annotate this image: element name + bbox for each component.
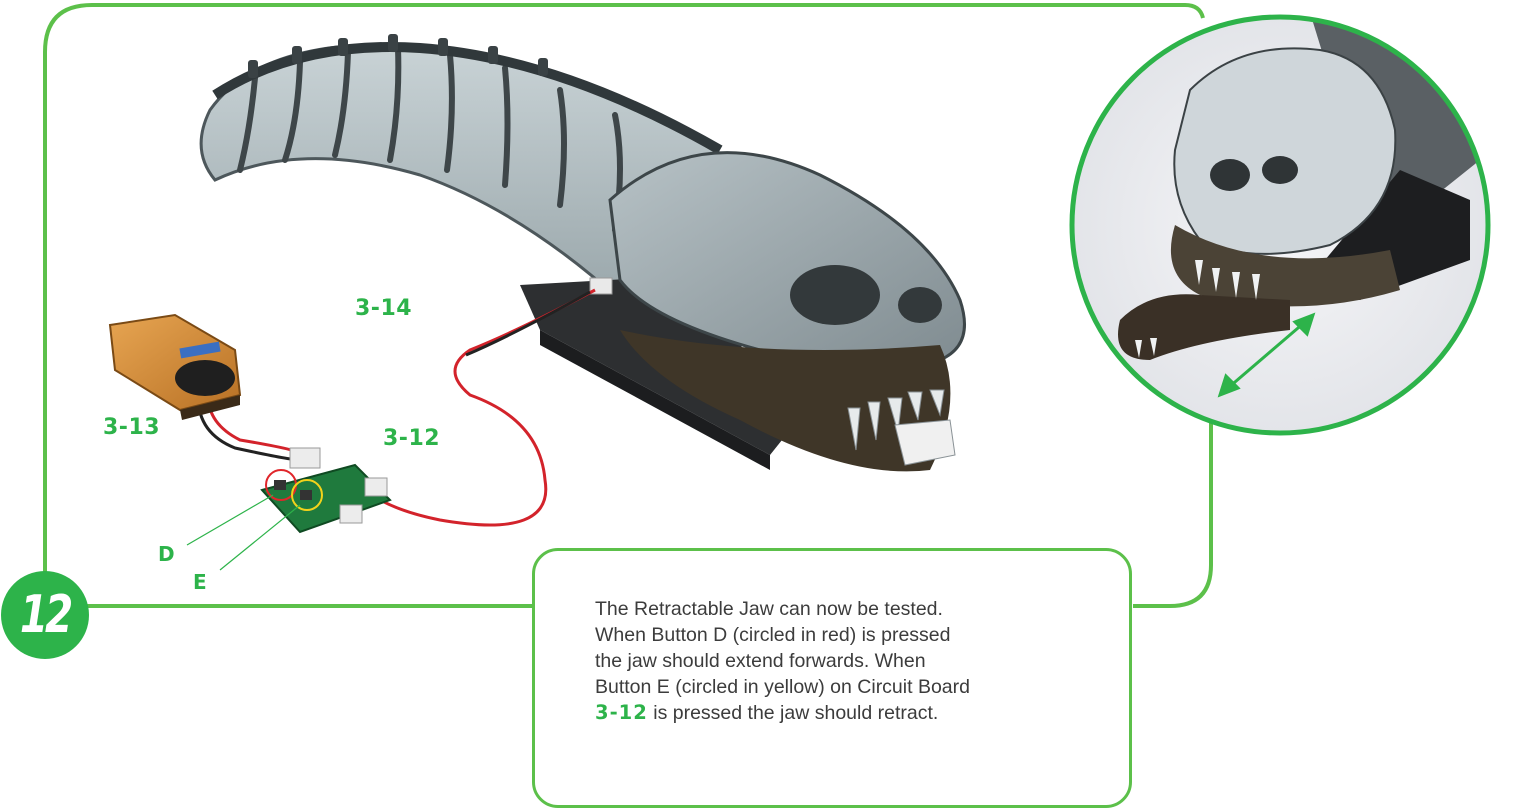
part-label-3-14: 3-14: [355, 298, 412, 320]
zoom-detail: [1072, 0, 1488, 433]
instruction-line: 3-12 is pressed the jaw should retract.: [595, 700, 1035, 726]
part-reference: 3-12: [595, 701, 648, 724]
circuit-board: [262, 448, 390, 532]
instruction-line: The Retractable Jaw can now be tested.: [595, 596, 1035, 622]
part-label-3-13: 3-13: [103, 417, 160, 439]
step-number: 12: [10, 570, 80, 660]
instruction-line: When Button D (circled in red) is presse…: [595, 622, 1035, 648]
button-e-label: E: [193, 572, 207, 592]
instruction-text: The Retractable Jaw can now be tested. W…: [595, 596, 1035, 726]
model-head: [610, 153, 965, 472]
wires: [198, 290, 595, 525]
instruction-line: Button E (circled in yellow) on Circuit …: [595, 674, 1035, 700]
battery: [110, 315, 240, 420]
part-label-3-12: 3-12: [383, 428, 440, 450]
button-d-label: D: [158, 544, 175, 564]
instruction-line-text: is pressed the jaw should retract.: [648, 702, 938, 724]
instruction-line: the jaw should extend forwards. When: [595, 648, 1035, 674]
